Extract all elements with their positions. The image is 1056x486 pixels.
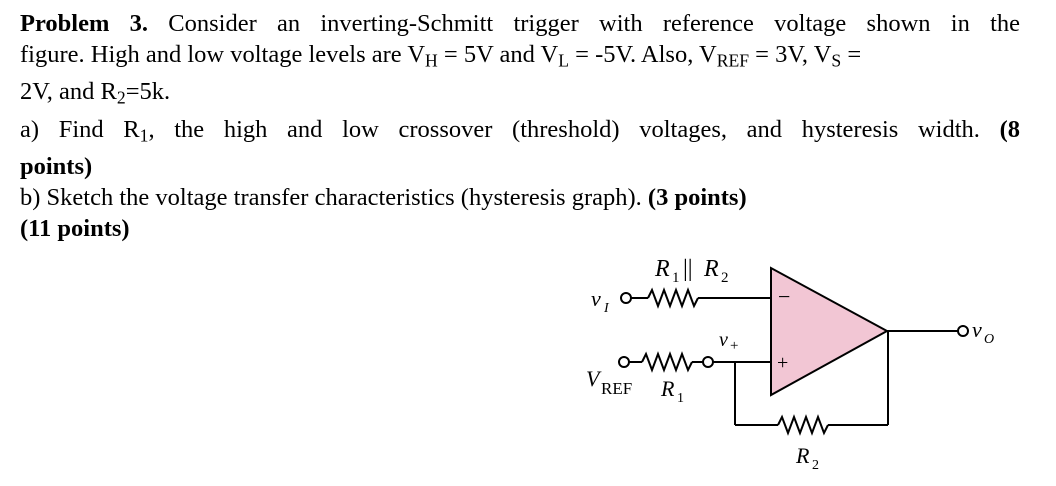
label-vplus-v: v [719,329,728,351]
part-a-points-1: (8 [999,115,1021,143]
part-a-text: a) Find R [20,115,140,143]
intro-2e: = [847,41,862,68]
label-r2-sub: 2 [812,458,819,473]
part-b-line: b) Sketch the voltage transfer character… [20,182,1020,213]
label-parallel-bars: || [683,256,693,282]
opamp-plus-sign: + [777,352,788,374]
part-b-text: b) Sketch the voltage transfer character… [20,184,642,212]
label-vplus-sub: + [730,338,738,354]
intro-2a: figure. High and low voltage levels are … [20,41,426,68]
sub-l: L [558,50,570,71]
part-a-line-2: points) [20,151,1020,182]
resistor-r2 [777,414,829,436]
part-b-points: (3 points) [647,184,747,212]
problem-title: Problem 3. [20,10,148,37]
label-r2-r: R [795,443,810,468]
problem-line-3: 2V, and R2=5k. [20,76,1020,113]
opamp-triangle [770,266,890,397]
label-vplus: v + [719,329,738,354]
intro-2d: = 3V, V [755,41,832,68]
vref-terminal [618,356,630,368]
problem-text: Problem 3. Consider an inverting-Schmitt… [20,8,1020,244]
problem-line-2: figure. High and low voltage levels are … [20,39,1020,76]
label-vo-v: v [972,317,982,342]
intro-2c: = -5V. Also, V [575,41,717,68]
label-r1-r: R [660,376,675,401]
label-vi-sub: I [603,301,610,316]
label-parallel-r2: R [703,256,719,282]
intro-2b: = 5V and V [443,41,559,68]
vplus-node [702,356,714,368]
label-vi: v I [591,286,610,316]
circuit-wires [618,287,969,436]
resistor-r1 [641,351,693,373]
problem-intro-1: Consider an inverting-Schmitt trigger wi… [168,10,1021,37]
intro-3b: =5k. [125,78,171,106]
label-parallel-sub2: 2 [721,270,729,286]
sub-ref: REF [716,50,750,71]
label-vref: V REF [586,366,632,398]
intro-3a: 2V, and R [20,78,117,106]
vi-terminal [620,292,632,304]
label-vi-v: v [591,286,601,311]
vo-terminal [957,325,969,337]
sub-s: S [831,50,842,71]
total-points: (11 points) [20,215,130,243]
sub-h: H [425,50,438,71]
sub-2: 2 [116,87,126,108]
opamp-minus-sign: − [778,284,790,309]
label-vref-v: V [586,366,602,391]
label-r1-parallel-r2: R 1 || R 2 [654,256,729,286]
part-a-line: a) Find R1, the high and low crossover (… [20,114,1020,151]
label-parallel-r1: R [654,256,670,282]
label-vo: v O [972,317,994,347]
resistor-r1-parallel-r2 [647,287,699,309]
problem-line-1: Problem 3. Consider an inverting-Schmitt… [20,8,1020,39]
label-parallel-sub1: 1 [672,270,680,286]
label-vo-sub: O [984,332,994,347]
total-points-line: (11 points) [20,213,1020,244]
label-r1-sub: 1 [677,391,684,406]
label-r1: R 1 [660,376,684,406]
label-r2: R 2 [795,443,819,473]
label-vref-sub: REF [601,379,632,398]
part-a-points-2: points) [20,153,93,181]
sub-1: 1 [139,125,149,146]
part-a-rest: , the high and low crossover (threshold)… [148,115,980,143]
